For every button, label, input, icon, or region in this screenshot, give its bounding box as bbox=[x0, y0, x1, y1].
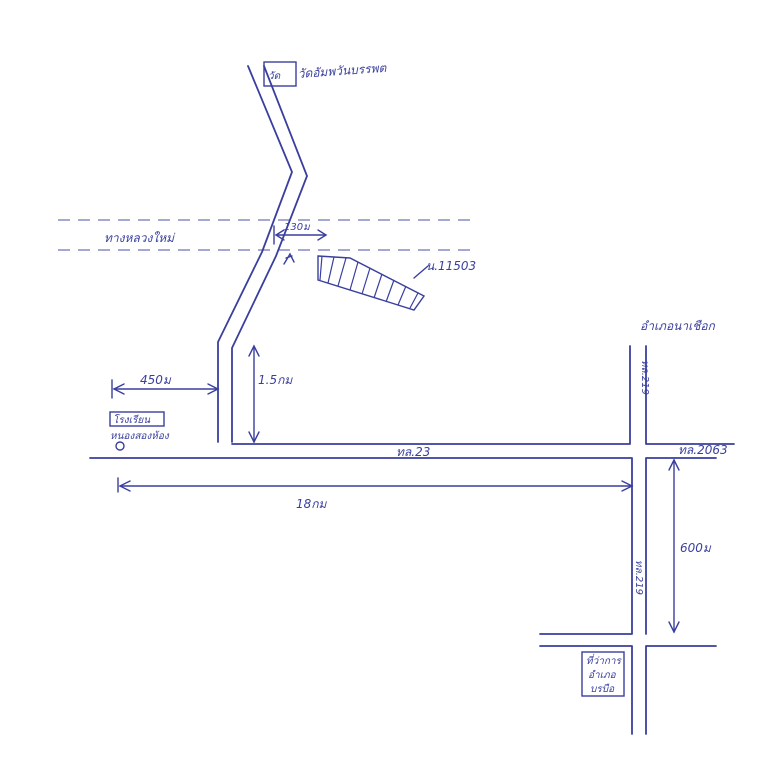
left-offset-distance-label: 450ม bbox=[140, 373, 172, 387]
main-distance-label: 18กม bbox=[296, 497, 328, 511]
temple-marker: วัด bbox=[263, 61, 297, 87]
plot-label: น.11503 bbox=[426, 259, 476, 273]
temple-road bbox=[217, 65, 308, 443]
dim-18km bbox=[117, 477, 634, 493]
temple-box-label: วัด bbox=[268, 71, 281, 82]
distance-to-highway-label: 130ม bbox=[284, 222, 311, 233]
school-label-line2: หนองสองห้อง bbox=[110, 430, 170, 442]
south-distance-label: 600ม bbox=[680, 541, 712, 555]
dim-600m bbox=[668, 458, 680, 634]
arrow-to-plot bbox=[283, 252, 295, 265]
dim-450m bbox=[111, 379, 220, 399]
new-highway-label: ทางหลวงใหม่ bbox=[104, 231, 176, 245]
plot-leader-line bbox=[413, 265, 429, 279]
right-road-label: ทล.2063 bbox=[678, 443, 728, 457]
school-label-line1: โรงเรียน bbox=[113, 414, 151, 426]
dim-1-5km bbox=[248, 344, 260, 444]
district-office-marker: ที่ว่าการ อำเภอ บรบือ bbox=[581, 651, 625, 697]
main-road-label: ทล.23 bbox=[396, 445, 430, 459]
office-label-line3: บรบือ bbox=[590, 683, 615, 695]
school-marker: โรงเรียน หนองสองห้อง bbox=[109, 411, 170, 451]
dim-130m bbox=[273, 225, 328, 245]
office-label-line1: ที่ว่าการ bbox=[586, 653, 622, 667]
north-road-label: ทล.219 bbox=[639, 360, 650, 395]
north-destination-label: อำเภอนาเชือก bbox=[640, 319, 716, 333]
south-road-label: ทล.219 bbox=[633, 560, 644, 595]
temple-label: วัดอัมพวันบรรพต bbox=[297, 61, 388, 81]
land-plot bbox=[317, 255, 426, 311]
office-label-line2: อำเภอ bbox=[588, 669, 617, 681]
main-road bbox=[89, 345, 735, 735]
side-road-distance-label: 1.5กม bbox=[258, 373, 293, 387]
new-highway bbox=[58, 219, 470, 251]
